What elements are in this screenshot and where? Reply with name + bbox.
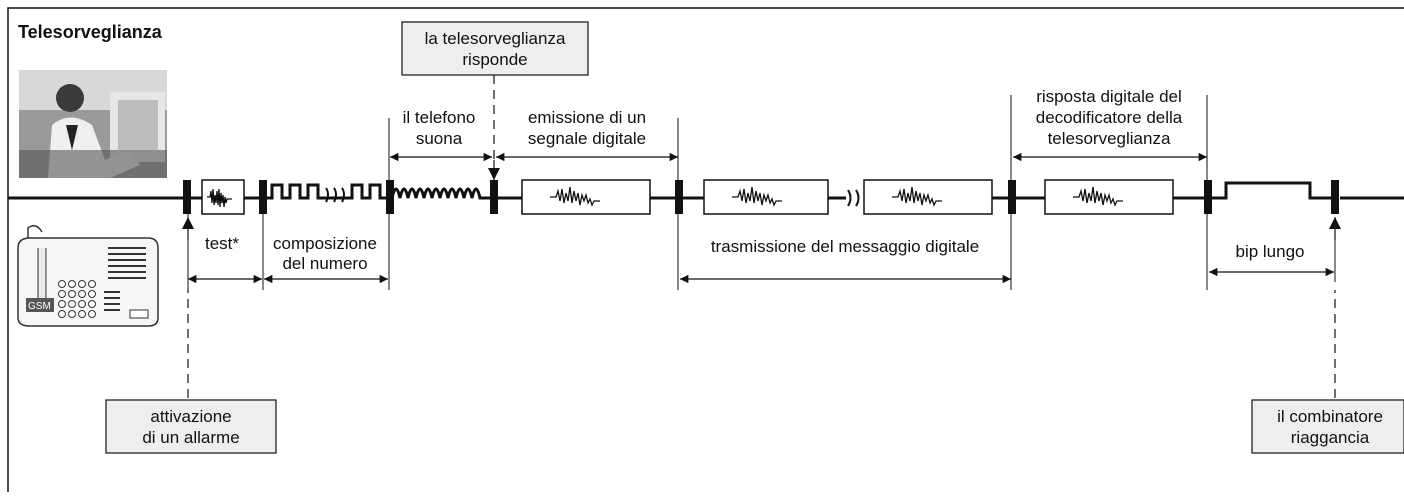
ringing-label-line1: il telefono: [403, 108, 476, 127]
dimension-arrows: [188, 152, 1334, 284]
digital-signal-emission: [521, 179, 651, 215]
answer-callout-line1: la telesorveglianza: [425, 29, 566, 48]
dialing-label-line2: del numero: [282, 254, 367, 273]
dialing-break: [325, 187, 345, 203]
decoder-reply-line2: decodificatore della: [1036, 108, 1183, 127]
test-signal-box: [201, 179, 245, 215]
long-beep-label: bip lungo: [1235, 242, 1304, 261]
long-beep-signal: [1212, 181, 1331, 200]
extension-lines: [187, 95, 1336, 290]
decoder-reply-signal: [1044, 179, 1174, 215]
diagram-title: Telesorveglianza: [18, 22, 163, 42]
hangup-callout-line1: il combinatore: [1277, 407, 1383, 426]
test-label: test*: [205, 234, 239, 253]
dashed-leaders: [187, 75, 1336, 398]
emission-label-line1: emissione di un: [528, 108, 646, 127]
combinatore-device: GSM: [17, 225, 159, 327]
emission-label-line2: segnale digitale: [528, 129, 646, 148]
answer-callout-line2: risponde: [462, 50, 527, 69]
gsm-badge: GSM: [28, 301, 51, 312]
dialing-pulses: [264, 183, 390, 200]
decoder-reply-line1: risposta digitale del: [1036, 87, 1182, 106]
message-break: [847, 189, 860, 207]
transmission-label: trasmissione del messaggio digitale: [711, 237, 979, 256]
segment-markers: [183, 180, 1339, 214]
hangup-callout-line2: riaggancia: [1291, 428, 1370, 447]
operator-photo: [19, 70, 167, 178]
digital-message-part2: [863, 179, 993, 215]
frame-border: [7, 7, 1404, 492]
ringing-label-line2: suona: [416, 129, 463, 148]
decoder-reply-line3: telesorveglianza: [1048, 129, 1171, 148]
ringing-signal: [390, 187, 492, 200]
alarm-callout-line2: di un allarme: [142, 428, 239, 447]
dialing-label-line1: composizione: [273, 234, 377, 253]
hangup-callout-box: [1251, 399, 1404, 454]
alarm-callout-box: [105, 399, 277, 454]
alarm-callout-line1: attivazione: [150, 407, 231, 426]
answer-callout-box: [401, 21, 589, 76]
digital-message-part1: [703, 179, 829, 215]
